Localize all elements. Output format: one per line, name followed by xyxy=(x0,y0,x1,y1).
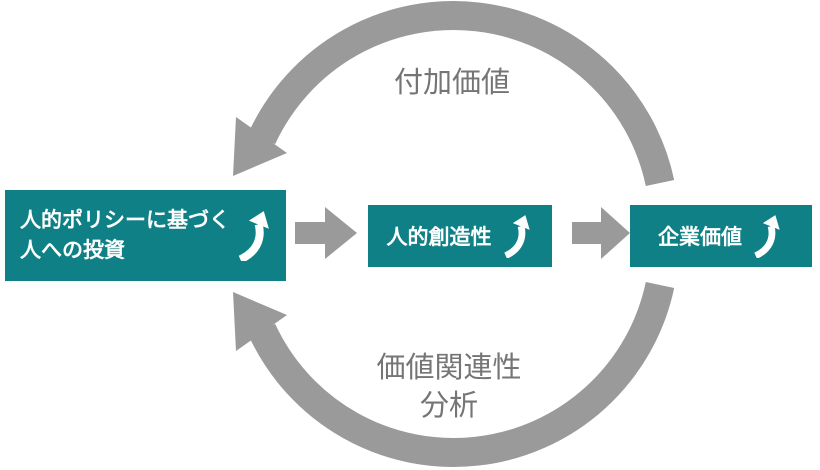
box-investment: 人的ポリシーに基づく 人への投資 xyxy=(5,190,286,281)
box-label-line: 人的ポリシーに基づく xyxy=(20,208,230,232)
cycle-label-line: 分析 xyxy=(419,390,478,422)
cycle-arrow-bottom xyxy=(233,281,675,467)
box-label-line: 人への投資 xyxy=(20,238,125,262)
growth-arrow-icon xyxy=(238,210,269,261)
box-label: 企業価値 xyxy=(658,226,742,249)
box-investment-label: 人的ポリシーに基づく 人への投資 xyxy=(20,206,230,266)
box-corporate-value: 企業価値 xyxy=(630,205,812,267)
box-label: 人的創造性 xyxy=(386,226,492,249)
flow-arrow-icon xyxy=(572,207,630,259)
cycle-arrow-top xyxy=(233,1,675,187)
flow-arrow-icon xyxy=(295,207,357,259)
cycle-label-line: 価値関連性 xyxy=(376,352,522,384)
box-human-creativity: 人的創造性 xyxy=(368,205,552,267)
growth-arrow-icon xyxy=(754,215,780,258)
cycle-label-added-value: 付加価値 xyxy=(393,67,510,99)
growth-arrow-icon xyxy=(503,215,530,258)
cycle-label-value-relevance-analysis: 価値関連性 分析 xyxy=(346,349,552,425)
